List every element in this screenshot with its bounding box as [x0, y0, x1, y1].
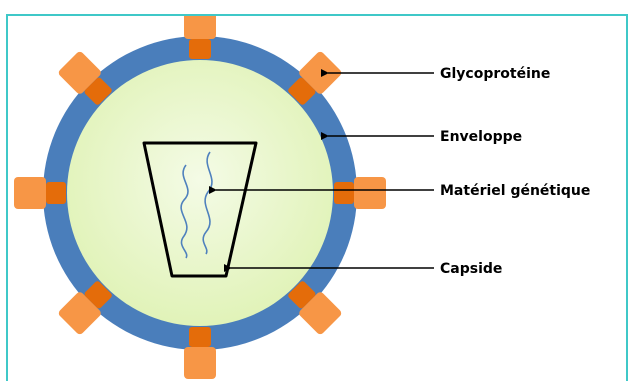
- virus-interior: [67, 60, 333, 326]
- label-capside: Capside: [440, 261, 502, 277]
- label-enveloppe: Enveloppe: [440, 129, 522, 145]
- label-materiel-genetique: Matériel génétique: [440, 183, 590, 199]
- label-glycoproteine: Glycoprotéine: [440, 66, 550, 82]
